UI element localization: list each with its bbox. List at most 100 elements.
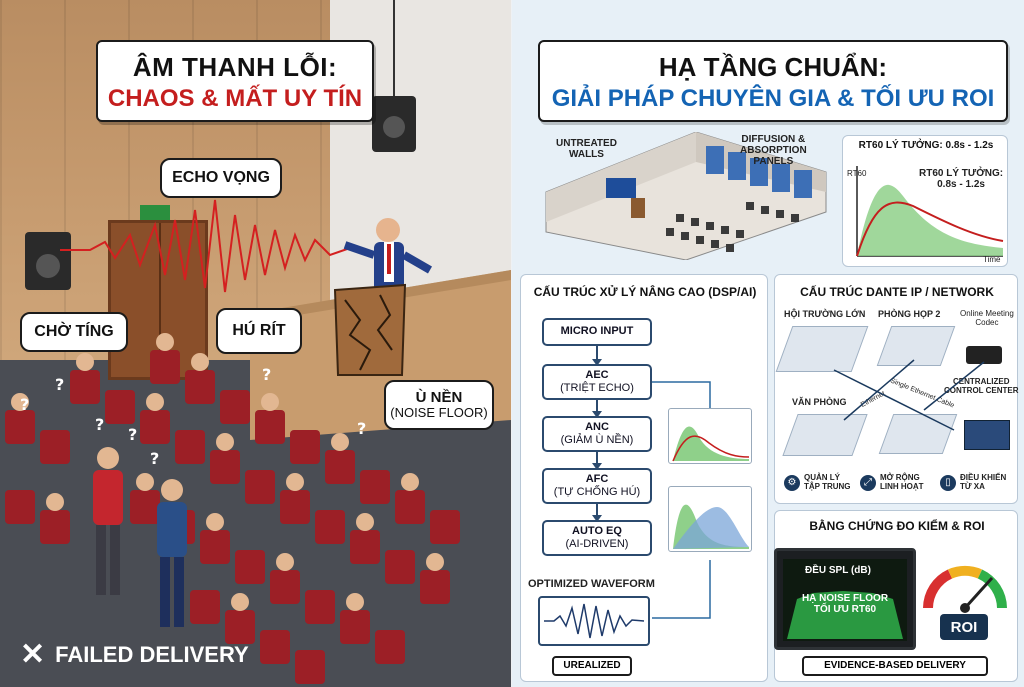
feedback-arrows	[652, 381, 711, 619]
mobile-icon: ▯	[940, 474, 956, 491]
office-label: VĂN PHÒNG	[792, 397, 847, 407]
hu-rit-bubble: HÚ RÍT	[216, 308, 302, 354]
svg-text:?: ?	[150, 449, 159, 468]
waveform-box	[538, 596, 650, 646]
echo-waveform	[60, 199, 351, 293]
svg-text:?: ?	[357, 419, 366, 438]
auto-eq-box: AUTO EQ (AI-DRIVEN)	[542, 520, 652, 556]
feature-remote-control: ▯ ĐIỀU KHIỂN TỪ XA	[940, 473, 1007, 492]
arrow-1	[592, 346, 602, 366]
u-nen-bubble: Ù NỀN (NOISE FLOOR)	[384, 380, 494, 430]
left-title-line1: ÂM THANH LỖI:	[132, 52, 338, 82]
rt60-ideal-label: RT60 LÝ TƯỞNG: 0.8s - 1.2s	[919, 168, 1003, 190]
diffusion-panels-label: DIFFUSION & ABSORPTION PANELS	[740, 134, 807, 167]
gauge-icon	[923, 565, 1007, 613]
feature-2-text: MỞ RỘNG LINH HOẠT	[880, 473, 924, 492]
feature-1-line2: TẬP TRUNG	[804, 481, 851, 491]
u-nen-bubble-text2: (NOISE FLOOR)	[390, 405, 488, 421]
right-title-line2: GIẢI PHÁP CHUYÊN GIA & TỐI ƯU ROI	[551, 85, 995, 112]
feature-flexible-expansion: ⤢ MỞ RỘNG LINH HOẠT	[860, 473, 924, 492]
right-title-line1: HẠ TẦNG CHUẨN:	[658, 52, 888, 82]
arrow-2	[592, 400, 602, 418]
spectrum-chart-2-svg	[673, 504, 749, 549]
anc-text2: (GIẢM Ù NỀN)	[560, 434, 634, 446]
right-panel-solution: HẠ TẦNG CHUẨN: GIẢI PHÁP CHUYÊN GIA & TỐ…	[512, 0, 1024, 687]
feature-3-text: ĐIỀU KHIỂN TỪ XA	[960, 473, 1007, 492]
untreated-line2: WALLS	[568, 149, 604, 160]
micro-input-box: MICRO INPUT	[542, 318, 652, 346]
arrow-3	[592, 452, 602, 470]
aec-box: AEC (TRIỆT ECHO)	[542, 364, 652, 400]
speaker-left-icon	[25, 232, 71, 290]
exit-sign	[140, 205, 170, 221]
feature-2-line2: LINH HOẠT	[880, 481, 924, 491]
meeting-label: PHÒNG HỌP 2	[878, 309, 941, 319]
failed-delivery-text: FAILED DELIVERY	[55, 642, 249, 667]
cho-ting-bubble: CHỜ TÍNG	[20, 312, 128, 352]
close-icon: ✕	[20, 638, 46, 671]
centralized-line2: CONTROL CENTER	[944, 385, 1019, 395]
audience-seating: ???????	[5, 333, 460, 684]
diffusion-line3: PANELS	[753, 156, 794, 167]
spl-graph	[787, 591, 903, 639]
eq-text2: (AI-DRIVEN)	[565, 538, 629, 550]
evidence-header: BẰNG CHỨNG ĐO KIỂM & ROI	[809, 519, 985, 533]
diffusion-line2: ABSORPTION	[740, 145, 807, 156]
network-links	[833, 359, 985, 431]
noise-floor-label: HẠ NOISE FLOOR TỐI ƯU RT60	[793, 593, 897, 615]
svg-text:?: ?	[95, 415, 104, 434]
acoustic-room-illustration	[545, 132, 827, 260]
aec-text2: (TRIỆT ECHO)	[560, 382, 634, 394]
spectrum-chart-1-svg	[672, 426, 750, 462]
noise-line2: TỐI ƯU RT60	[813, 604, 877, 615]
waveform-icon	[544, 603, 645, 639]
diffusion-line1: DIFFUSION &	[741, 134, 806, 145]
codec-line2: Codec	[975, 317, 999, 327]
broken-lectern	[333, 283, 407, 376]
failed-delivery-label: ✕ FAILED DELIVERY	[20, 640, 249, 670]
dante-header: CẤU TRÚC DANTE IP / NETWORK	[800, 285, 994, 299]
codec-device-icon	[966, 346, 1002, 364]
micro-input-text: MICRO INPUT	[560, 325, 634, 338]
feature-2-line1: MỞ RỘNG	[880, 473, 920, 482]
untreated-line1: UNTREATED	[556, 138, 617, 149]
rt60-card: RT60 LÝ TƯỞNG: 0.8s - 1.2s RT60 Time RT6…	[842, 135, 1008, 267]
left-title-box: ÂM THANH LỖI: CHAOS & MẤT UY TÍN	[96, 40, 374, 122]
aec-text1: AEC	[585, 368, 609, 381]
eq-text1: AUTO EQ	[572, 524, 622, 537]
urealized-badge: UREALIZED	[552, 656, 632, 676]
rt60-y-label: RT60	[847, 169, 867, 178]
feature-3-line2: TỪ XA	[960, 481, 985, 491]
rt60-ideal-line1: RT60 LÝ TƯỞNG:	[919, 168, 1004, 179]
afc-text1: AFC	[585, 472, 609, 485]
anc-box: ANC (GIẢM Ù NỀN)	[542, 416, 652, 452]
svg-text:?: ?	[128, 425, 137, 444]
codec-line1: Online Meeting	[960, 309, 1014, 318]
speaker-right-icon	[372, 96, 416, 152]
centralized-label: CENTRALIZED CONTROL CENTER	[944, 377, 1019, 396]
svg-text:?: ?	[262, 365, 271, 384]
afc-box: AFC (TỰ CHỐNG HÚ)	[542, 468, 652, 504]
noise-line1: HẠ NOISE FLOOR	[801, 593, 889, 604]
speaker-right-cable	[393, 0, 395, 96]
spectrum-chart-1	[668, 408, 752, 464]
hu-rit-bubble-text: HÚ RÍT	[232, 321, 286, 339]
feature-1-text: QUẢN LÝ TẬP TRUNG	[804, 473, 851, 492]
afc-text2: (TỰ CHỐNG HÚ)	[553, 486, 641, 498]
spl-label: ĐỀU SPL (dB)	[805, 565, 871, 576]
svg-text:?: ?	[55, 375, 64, 394]
feature-3-line1: ĐIỀU KHIỂN	[960, 473, 1007, 482]
feature-central-management: ⚙ QUẢN LÝ TẬP TRUNG	[784, 473, 851, 492]
roi-badge: ROI	[940, 614, 988, 640]
rt60-header: RT60 LÝ TƯỞNG: 0.8s - 1.2s	[858, 140, 994, 151]
codec-label: Online Meeting Codec	[960, 309, 1014, 328]
untreated-walls-label: UNTREATED WALLS	[556, 138, 617, 160]
echo-bubble: ECHO VỌNG	[160, 158, 282, 198]
hall-label: HỘI TRƯỜNG LỚN	[784, 309, 866, 319]
u-nen-bubble-text1: Ù NỀN	[415, 388, 463, 406]
monitor-screen: ĐỀU SPL (dB) HẠ NOISE FLOOR TỐI ƯU RT60	[783, 559, 907, 641]
roi-gauge	[920, 556, 1010, 651]
measurement-monitor: ĐỀU SPL (dB) HẠ NOISE FLOOR TỐI ƯU RT60	[774, 548, 916, 650]
acoustic-room-card: UNTREATED WALLS DIFFUSION & ABSORPTION P…	[536, 132, 836, 260]
